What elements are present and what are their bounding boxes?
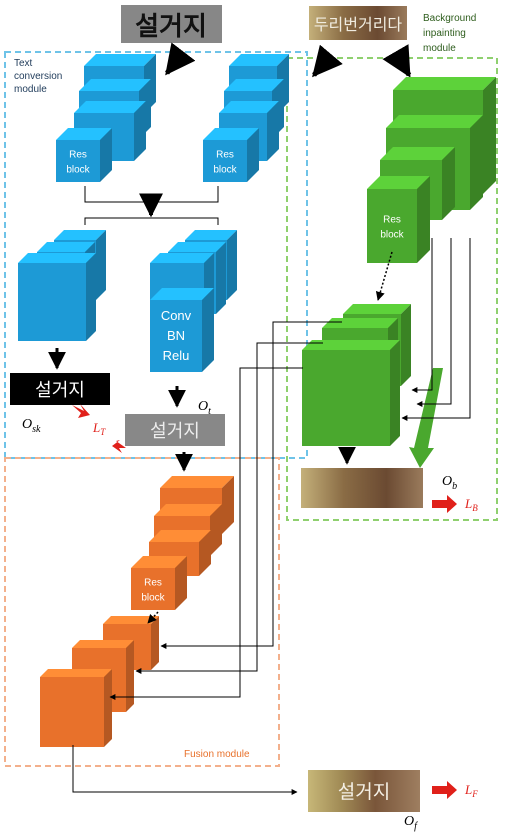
o-sk-label: Osk	[22, 417, 41, 435]
fusion-decoder-layer	[40, 669, 112, 747]
background-decoder-layer	[302, 340, 400, 446]
loss-t-arrow-right	[72, 404, 90, 418]
background-output-image	[301, 468, 423, 508]
block-label: Res	[383, 215, 401, 226]
skeleton-decoder-layer	[18, 253, 96, 341]
block-label: block	[380, 230, 404, 241]
o-t-label: Ot	[198, 399, 211, 417]
o-b-label: Ob	[442, 474, 457, 492]
skip-connections	[72, 238, 471, 795]
svg-text:설거지: 설거지	[35, 380, 85, 401]
block-label: Res	[69, 150, 87, 161]
svg-text:설거지: 설거지	[150, 421, 200, 442]
o-f-label: Of	[404, 814, 418, 832]
text-encoder-right-res-block: Res block	[203, 128, 259, 182]
svg-text:설거지: 설거지	[338, 781, 390, 803]
text-input-image: 설거지	[121, 5, 222, 43]
loss-b-arrow	[432, 495, 457, 513]
block-label: Conv	[161, 308, 192, 323]
input-arrows	[165, 42, 412, 78]
block-label: Res	[216, 150, 234, 161]
fusion-module-label: Fusion module	[184, 749, 250, 760]
loss-t-arrow-left	[112, 440, 126, 453]
block-label: block	[141, 593, 165, 604]
loss-f-label: LF	[464, 782, 478, 799]
fusion-module-box	[4, 457, 280, 767]
background-input-image: 두리번거리다	[309, 6, 407, 40]
block-label: Relu	[163, 348, 190, 363]
fusion-res-block: Res block	[131, 556, 187, 610]
svg-text:두리번거리다: 두리번거리다	[314, 15, 403, 34]
res-to-decoder-dotted-arrow	[375, 251, 393, 301]
loss-f-arrow	[432, 781, 457, 799]
block-label: block	[66, 165, 90, 176]
final-output-image: 설거지	[308, 770, 420, 812]
block-label: BN	[167, 328, 185, 343]
text-output-image: 설거지	[125, 414, 225, 446]
text-encoder-left-res-block: Res block	[56, 128, 112, 182]
loss-t-label: LT	[92, 420, 106, 437]
background-res-block: Res block	[367, 176, 430, 263]
block-label: Res	[144, 578, 162, 589]
fusion-res-dotted-arrow	[147, 611, 159, 624]
svg-text:설거지: 설거지	[135, 12, 207, 42]
block-label: block	[213, 165, 237, 176]
skeleton-output-image: 설거지	[10, 373, 110, 405]
text-conversion-module-box	[4, 51, 308, 459]
loss-b-label: LB	[464, 496, 478, 513]
